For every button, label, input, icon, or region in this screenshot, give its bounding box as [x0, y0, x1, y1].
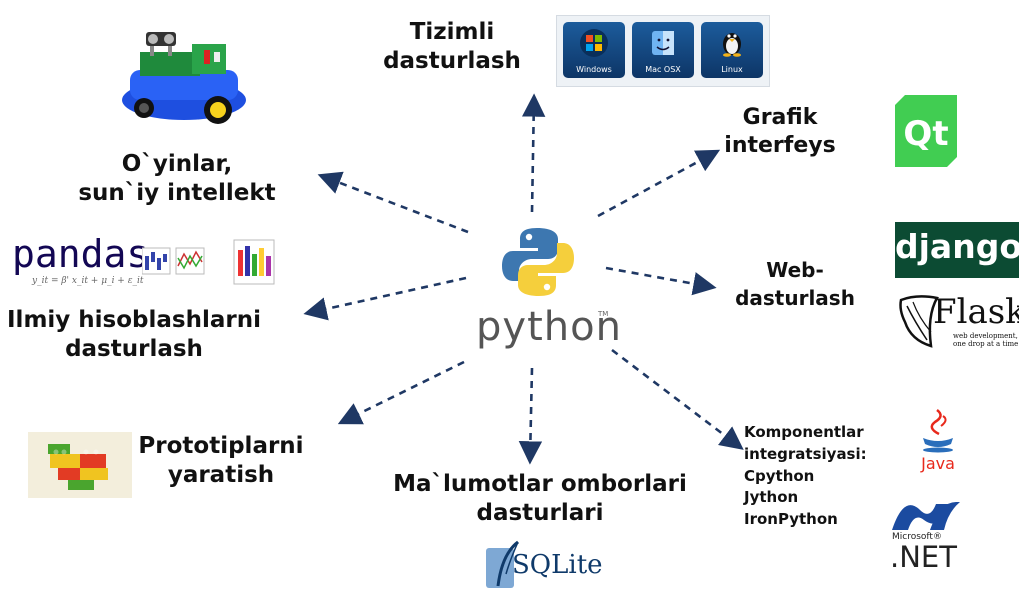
sqlite-logo: SQLite: [484, 540, 603, 590]
arrow-proto: [337, 360, 465, 425]
label-web: Web-dasturlash: [735, 258, 855, 310]
arrow-grafik: [597, 149, 721, 218]
macosx-tile: Mac OSX: [632, 22, 694, 78]
python-tm: TM: [598, 310, 609, 318]
sqlite-feather-icon: [486, 540, 519, 588]
dotnet-logo: Microsoft® .NET: [886, 498, 966, 576]
java-logo: Java: [915, 408, 961, 474]
django-logo: django: [895, 222, 1019, 278]
flask-horn-icon: [899, 295, 939, 348]
arrow-sistem: [521, 93, 546, 213]
qt-logo: Qt: [895, 95, 957, 167]
pandas-chart-icons: [142, 239, 275, 285]
svg-text:Qt: Qt: [903, 114, 948, 154]
java-cup-icon: [923, 409, 953, 453]
dotnet-wave-icon: [892, 502, 960, 530]
flask-logo: Flask web development, one drop at a tim…: [895, 290, 1019, 352]
robot-image: [110, 18, 258, 130]
tux-penguin-icon: [723, 33, 741, 57]
arrow-web: [605, 266, 717, 296]
windows-icon: [580, 29, 608, 57]
arrow-db: [518, 367, 543, 465]
arrow-games: [317, 171, 469, 234]
label-games: O`yinlar,sun`iy intellekt: [78, 151, 276, 206]
python-wordmark: python: [476, 304, 622, 350]
arrow-ilmiy: [303, 276, 467, 321]
lego-bricks-image: [28, 432, 132, 498]
mac-finder-icon: [652, 31, 674, 55]
linux-tile: Linux: [701, 22, 763, 78]
pandas-logo: pandas y_it = β' x_it + μ_i + ε_it: [12, 232, 275, 294]
os-tiles-panel: Windows Mac OSX Linux: [556, 15, 770, 87]
windows-tile: Windows: [563, 22, 625, 78]
python-snakes-icon: [502, 228, 574, 296]
python-logo: python TM: [468, 226, 621, 366]
arrow-comp: [611, 348, 744, 450]
